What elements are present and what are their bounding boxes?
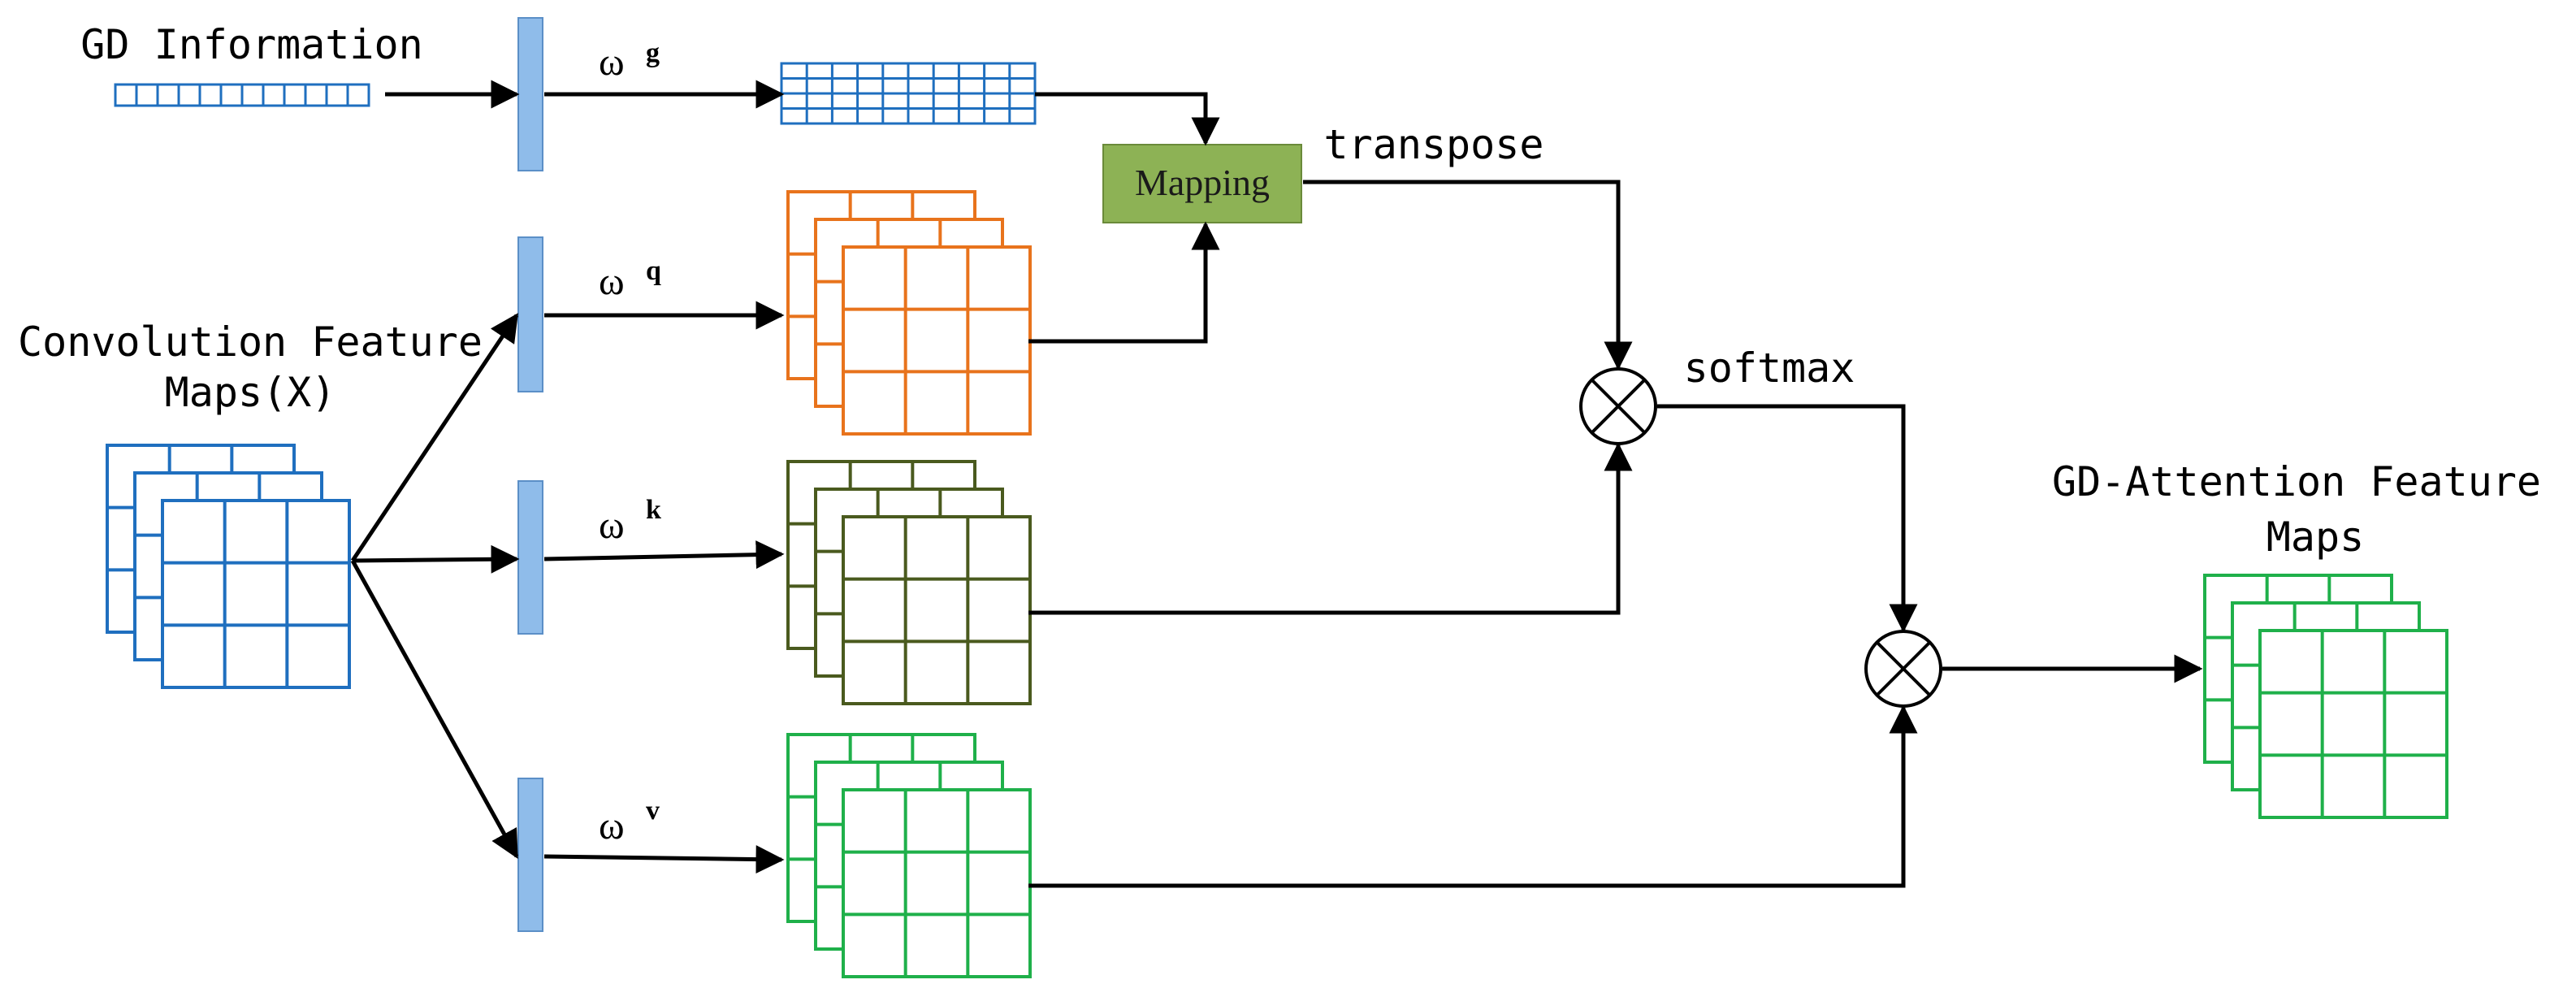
- omega-k-label: ω k: [599, 495, 661, 547]
- weight-bar-g: [517, 17, 543, 171]
- weight-bar-q: [517, 236, 543, 392]
- feature-map-layer: [842, 515, 1032, 705]
- gd-information-vector: [114, 83, 370, 107]
- gd-projected-grid: [780, 62, 1037, 125]
- connectors: [350, 80, 2203, 888]
- weight-bar-v: [517, 778, 543, 932]
- svg-text:g: g: [646, 38, 660, 68]
- feature-map-layer: [2258, 629, 2448, 819]
- svg-text:k: k: [646, 495, 661, 525]
- svg-text:ω: ω: [599, 504, 625, 547]
- gd-information-label: GD Information: [80, 21, 422, 68]
- arrow-x-to-weight-q: [350, 313, 519, 562]
- transpose-label: transpose: [1324, 121, 1544, 168]
- gd-vector-cells: [114, 83, 370, 107]
- arrow-weight-v-to-value: [543, 845, 785, 874]
- conv-feature-maps-label-line2: Maps(X): [165, 369, 336, 416]
- feature-map-layer: [842, 245, 1032, 436]
- arrow-query-to-mapping: [1028, 221, 1220, 344]
- query-feature-maps-stack: [786, 190, 1032, 436]
- arrow-mapping-to-multiply1: [1303, 180, 1633, 371]
- arrow-key-to-multiply1: [1028, 442, 1633, 615]
- arrow-weight-k-to-key: [543, 540, 785, 570]
- key-feature-maps-stack: [786, 460, 1032, 705]
- arrow-multiply1-to-multiply2: [1657, 404, 1918, 633]
- softmax-label: softmax: [1684, 345, 1855, 392]
- mapping-label: Mapping: [1135, 162, 1270, 203]
- conv-feature-maps-label-line1: Convolution Feature: [18, 319, 483, 366]
- svg-text:ω: ω: [599, 41, 625, 84]
- gd-attention-feature-maps-stack: [2203, 574, 2448, 819]
- arrow-x-to-weight-k: [352, 544, 520, 574]
- svg-text:ω: ω: [599, 260, 625, 303]
- omega-v-label: ω v: [599, 795, 660, 847]
- feature-map-layer: [161, 499, 351, 689]
- svg-text:v: v: [646, 795, 660, 826]
- gd-attention-label-line1: GD-Attention Feature: [2052, 458, 2541, 505]
- mapping-box: [1102, 144, 1302, 223]
- omega-q-label: ω q: [599, 256, 661, 303]
- svg-text:ω: ω: [599, 804, 625, 847]
- multiply-node-1: [1579, 367, 1657, 445]
- convolution-feature-maps-stack: [106, 444, 351, 689]
- arrow-value-to-multiply2: [1028, 704, 1918, 888]
- multiply-node-2: [1864, 630, 1942, 708]
- arrow-x-to-weight-v: [350, 559, 519, 860]
- omega-g-label: ω g: [599, 38, 660, 84]
- arrow-grid-to-mapping: [1035, 92, 1220, 146]
- svg-text:q: q: [646, 256, 661, 286]
- gd-grid-cells: [780, 62, 1037, 125]
- value-feature-maps-stack: [786, 733, 1032, 978]
- gd-attention-label-line2: Maps: [2266, 514, 2364, 561]
- feature-map-layer: [842, 788, 1032, 978]
- weight-bar-k: [517, 480, 543, 635]
